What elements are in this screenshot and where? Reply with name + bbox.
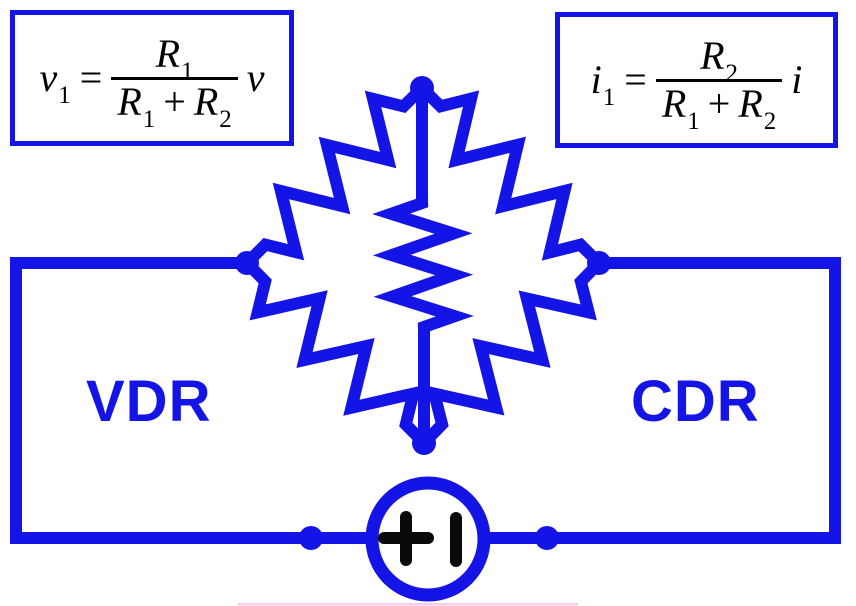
cdr-den-var2: R [738,81,763,126]
vdr-rhs-var: v [246,55,265,100]
fraction-bar [111,77,238,80]
cdr-lhs-sub: 1 [602,84,616,111]
node-bottom-wire-right [535,526,559,550]
vdr-lhs-var: v [39,55,58,100]
vdr-num-sub: 1 [181,58,194,85]
cdr-equals: = [624,57,647,102]
resistor-center [372,192,474,338]
cdr-den-op: + [707,81,731,126]
vdr-equals: = [79,55,103,100]
vdr-region-label: VDR [86,369,212,434]
vdr-den-op: + [163,79,186,124]
cdr-num-var: R [700,33,725,78]
node-bottom-wire-left [299,526,323,550]
vdr-den-sub2: 2 [219,106,232,133]
vdr-num-var: R [155,31,180,76]
bottom-edge-artifact [238,603,578,606]
node-right [587,251,611,275]
node-left [235,251,259,275]
fraction-bar [655,79,783,82]
vdr-den-sub1: 1 [142,106,156,133]
cdr-den-sub1: 1 [687,108,700,135]
node-bottom [412,431,436,455]
vdr-lhs-sub: 1 [58,82,71,109]
resistor-bottom-right [418,257,605,449]
cdr-den-sub2: 2 [763,108,777,135]
plus-icon [378,511,434,566]
cdr-den-var1: R [661,81,687,126]
resistor-top-right [416,82,605,269]
cdr-num-sub: 2 [725,60,739,87]
cdr-lhs-var: i [590,57,602,102]
cdr-region-label: CDR [631,369,760,434]
node-top [410,76,434,100]
resistor-bottom-left [241,257,430,449]
vdr-den-var2: R [193,79,219,124]
vdr-den-var1: R [117,79,142,124]
cdr-rhs-var: i [791,57,803,102]
resistor-top-left [241,82,428,269]
